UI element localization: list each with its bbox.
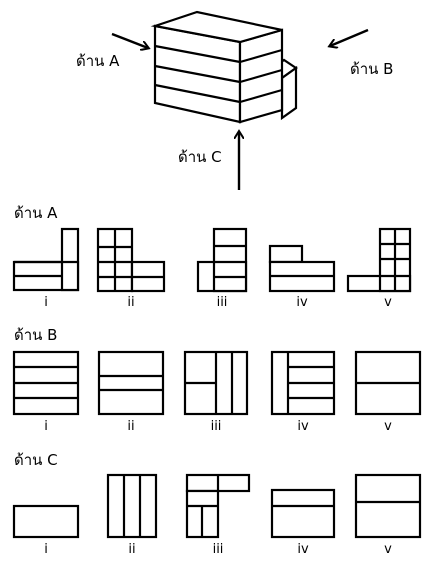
option-b-i <box>12 350 80 416</box>
stacked-block-object <box>150 10 298 124</box>
option-a-ii-label: ii <box>127 295 134 310</box>
option-a-v <box>346 227 412 293</box>
option-c-iii-label: iii <box>213 542 224 557</box>
option-b-iii-label: iii <box>211 419 222 434</box>
option-c-i-label: i <box>44 542 48 557</box>
option-b-ii-label: ii <box>127 419 134 434</box>
option-a-v-label: v <box>384 295 392 310</box>
option-a-iii-label: iii <box>217 295 228 310</box>
section-c-title: ด้าน C <box>14 451 58 469</box>
section-a-title: ด้าน A <box>14 204 58 222</box>
option-b-iv-label: iv <box>297 419 309 434</box>
option-c-i <box>12 504 80 539</box>
option-c-iv <box>270 488 336 539</box>
arrow-b <box>330 28 369 46</box>
option-c-ii-label: ii <box>128 542 135 557</box>
section-b-title: ด้าน B <box>14 326 57 344</box>
view-label-c: ด้าน C <box>178 148 222 166</box>
option-a-iii <box>196 227 248 293</box>
arrow-a <box>111 32 148 48</box>
option-c-ii <box>106 473 158 539</box>
option-a-ii <box>96 227 166 293</box>
option-b-i-label: i <box>44 419 48 434</box>
option-b-v-label: v <box>384 419 392 434</box>
option-c-iv-label: iv <box>297 542 309 557</box>
view-label-a: ด้าน A <box>76 52 120 70</box>
option-b-iii <box>183 350 249 416</box>
option-b-v <box>354 350 422 416</box>
option-b-iv <box>270 350 336 416</box>
option-c-v <box>354 473 422 539</box>
option-a-iv-label: iv <box>296 295 308 310</box>
option-b-ii <box>97 350 165 416</box>
option-a-i <box>12 227 80 292</box>
option-a-iv <box>268 244 336 293</box>
option-c-iii <box>185 473 251 539</box>
option-c-v-label: v <box>384 542 392 557</box>
option-a-i-label: i <box>44 295 48 310</box>
view-label-b: ด้าน B <box>350 60 393 78</box>
